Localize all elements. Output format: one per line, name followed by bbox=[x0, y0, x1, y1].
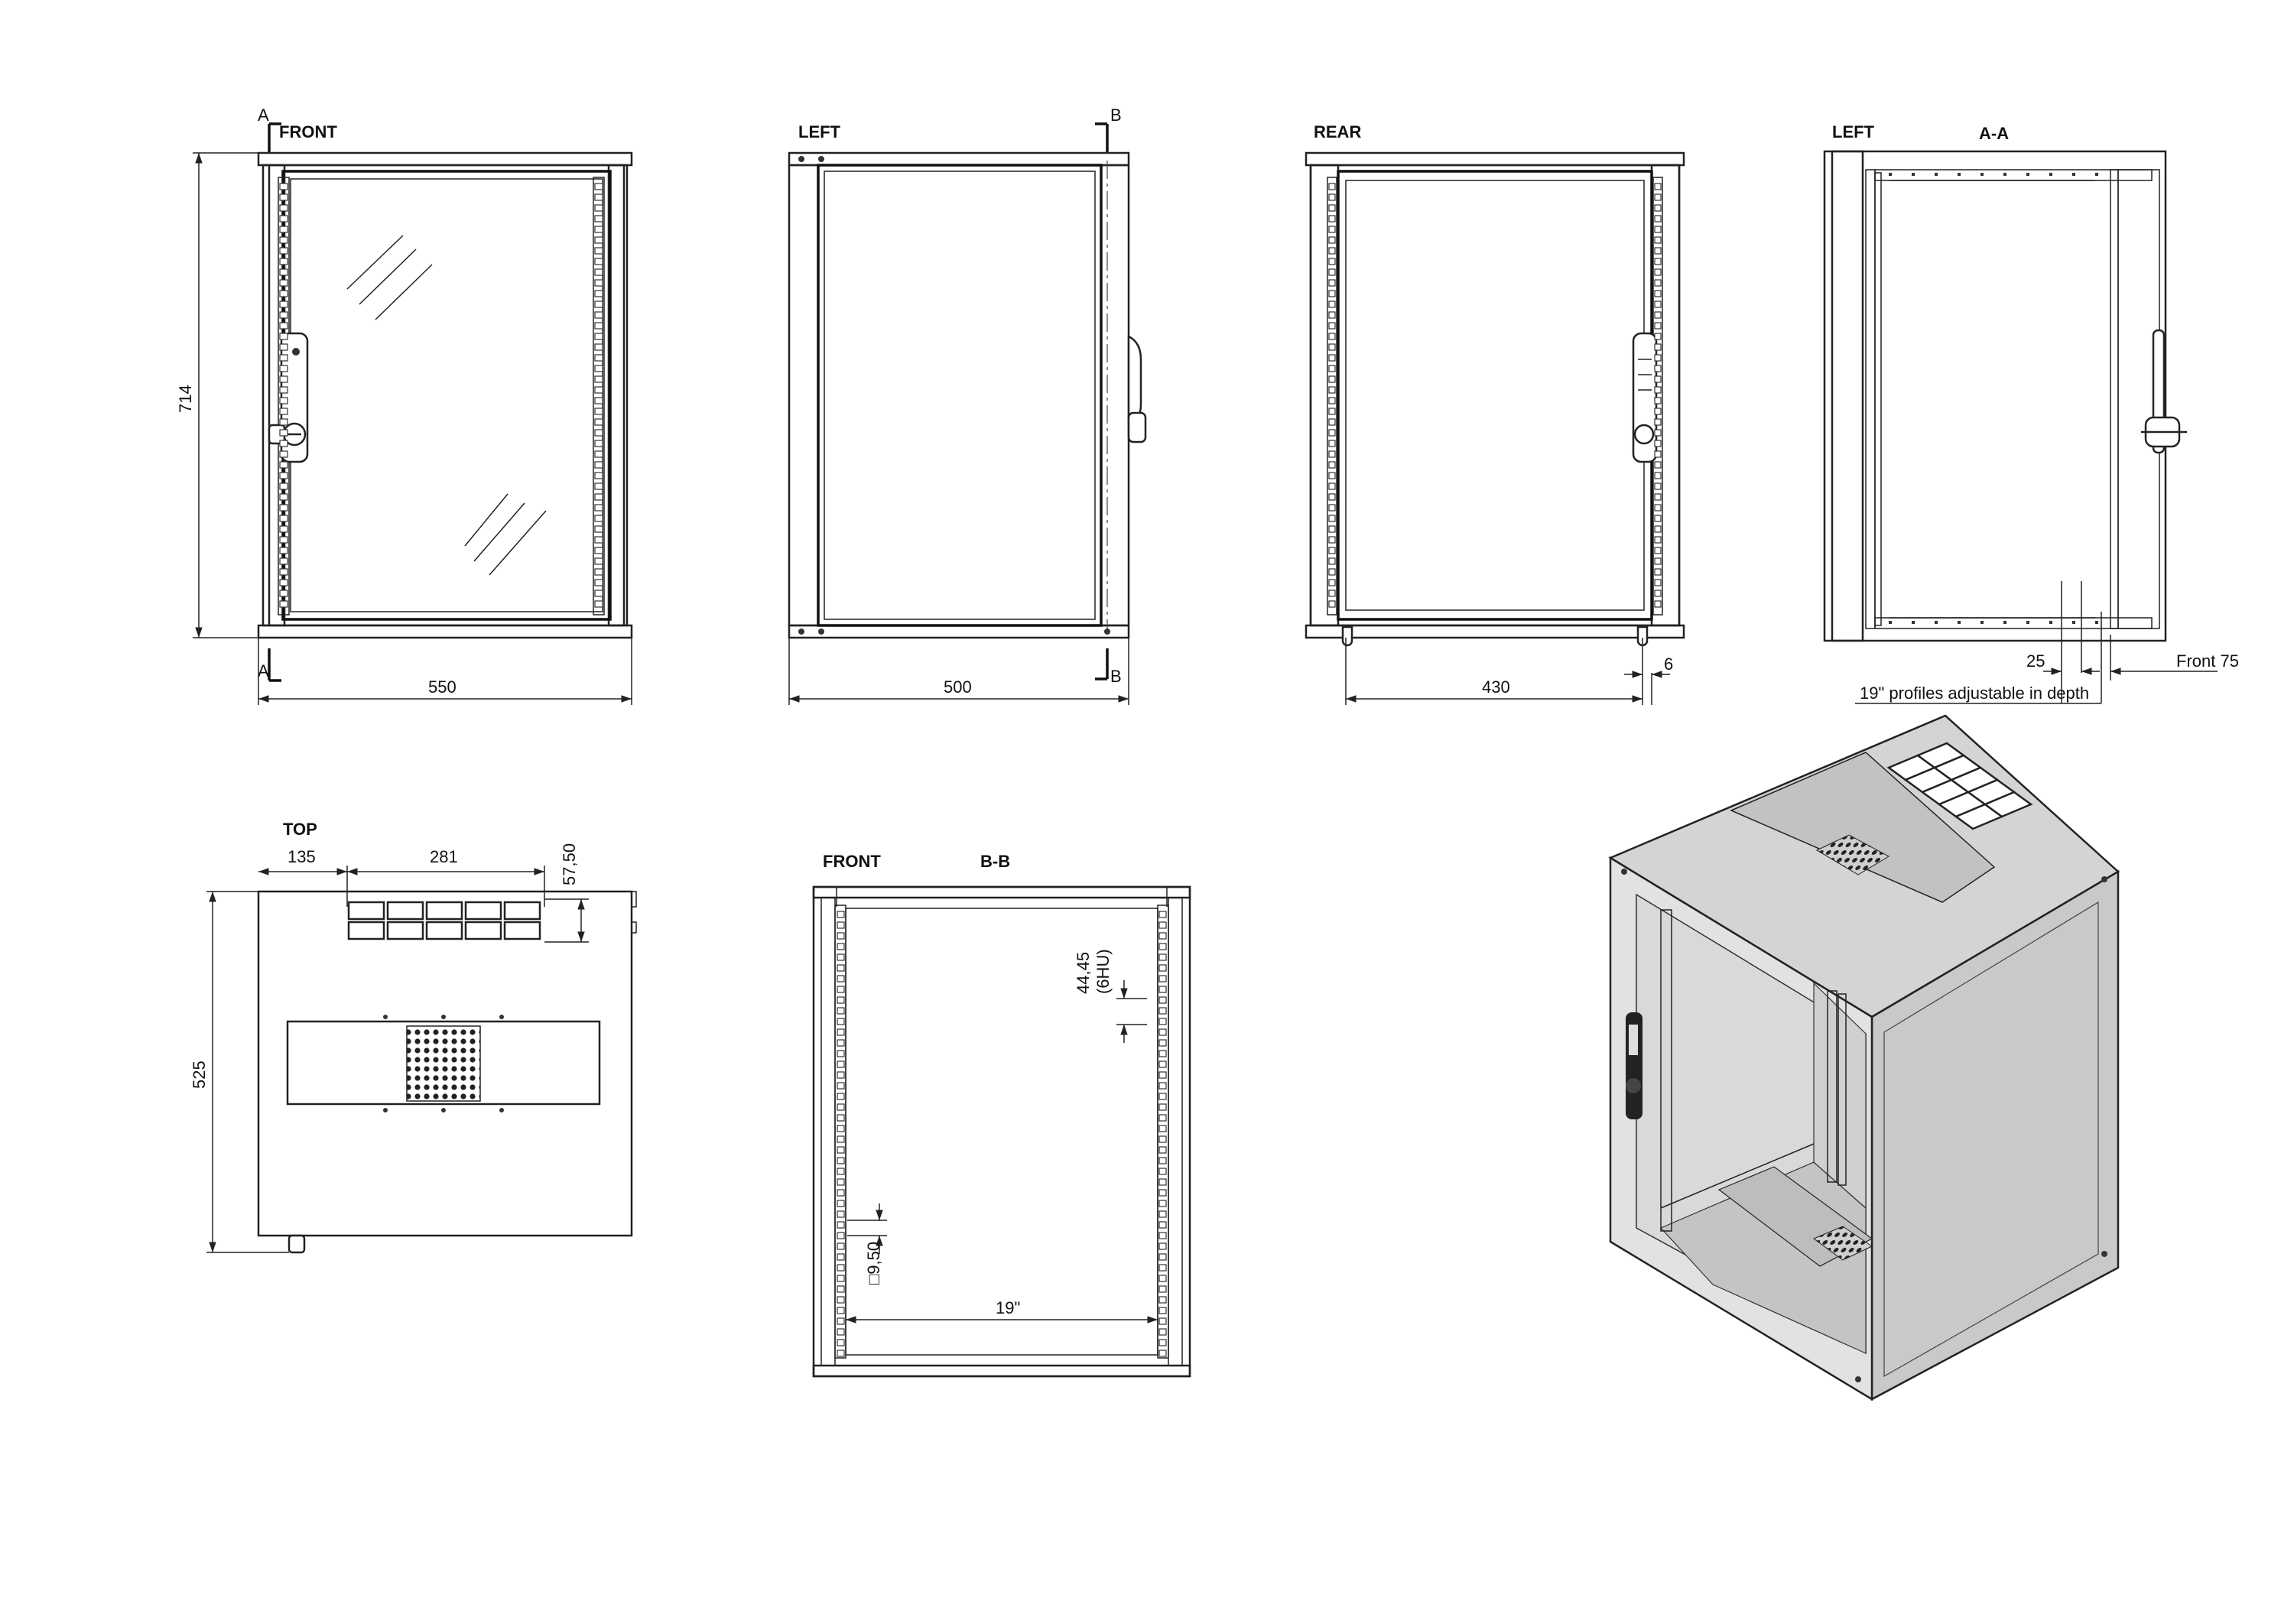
section-bb-hu-dim: 44,45 bbox=[1074, 952, 1093, 994]
section-bb-square-dim: □9,50 bbox=[864, 1242, 883, 1285]
rear-view-label: REAR bbox=[1314, 122, 1361, 141]
rear-width-dim: 430 bbox=[1482, 677, 1510, 697]
left-view-label: LEFT bbox=[798, 122, 841, 141]
front-view-label: FRONT bbox=[279, 122, 337, 141]
rear-lock-icon[interactable] bbox=[1632, 332, 1658, 463]
section-bb-label: B-B bbox=[980, 852, 1010, 871]
section-aa-label: A-A bbox=[1979, 124, 2009, 143]
section-mark-a-bottom: A bbox=[258, 661, 269, 680]
profile-hole-column bbox=[1654, 183, 1662, 608]
left-view: LEFT B B 500 bbox=[788, 106, 1147, 705]
handle-lock-icon[interactable] bbox=[268, 332, 309, 463]
profile-hole-column bbox=[1328, 183, 1336, 608]
front-height-dim: 714 bbox=[176, 385, 195, 413]
isometric-view bbox=[1608, 714, 2120, 1402]
section-bb-view: FRONT B-B 44,45 (6HU) □9,50 19" bbox=[812, 852, 1191, 1378]
iso-ventilation-slots bbox=[1886, 742, 2033, 830]
profile-hole-column bbox=[279, 183, 288, 608]
left-width-dim: 500 bbox=[944, 677, 972, 697]
front-view: FRONT A A bbox=[176, 106, 633, 705]
section-mark-a-top: A bbox=[258, 106, 269, 125]
top-view: TOP 135 281 57,50 525 bbox=[190, 820, 637, 1254]
side-handle-icon[interactable] bbox=[1127, 334, 1147, 443]
top-281-dim: 281 bbox=[430, 847, 458, 866]
top-135-dim: 135 bbox=[288, 847, 316, 866]
section-aa-view: LEFT A-A 25 Front 75 19" profiles adjust… bbox=[1823, 122, 2239, 704]
vent-grid-icon bbox=[406, 1025, 481, 1102]
section-aa-25-dim: 25 bbox=[2026, 651, 2045, 671]
section-bb-hu-label: (6HU) bbox=[1093, 949, 1113, 994]
top-5750-dim: 57,50 bbox=[560, 843, 579, 885]
section-bb-left-label: FRONT bbox=[823, 852, 881, 871]
iso-handle-lock-icon[interactable] bbox=[1626, 1012, 1643, 1119]
rear-view: REAR 430 6 bbox=[1305, 122, 1685, 705]
section-bb-19-dim: 19" bbox=[996, 1298, 1020, 1317]
section-aa-rail-holes bbox=[1889, 173, 2098, 624]
section-mark-b-top: B bbox=[1110, 106, 1122, 125]
profile-hole-column bbox=[594, 183, 603, 608]
section-aa-note: 19" profiles adjustable in depth bbox=[1860, 684, 2089, 703]
section-mark-b-bottom: B bbox=[1110, 667, 1122, 686]
front-width-dim: 550 bbox=[428, 677, 457, 697]
profile-hole-column bbox=[1158, 911, 1167, 1357]
rear-small-dim: 6 bbox=[1664, 654, 1673, 674]
section-aa-door-handle-icon[interactable] bbox=[2141, 329, 2187, 454]
section-aa-left-label: LEFT bbox=[1832, 122, 1875, 141]
section-aa-front-dim: Front 75 bbox=[2176, 651, 2239, 671]
top-depth-dim: 525 bbox=[190, 1060, 209, 1089]
ventilation-slot-icon bbox=[347, 901, 541, 940]
top-view-label: TOP bbox=[283, 820, 317, 839]
front-right-profile-holes bbox=[593, 177, 605, 615]
profile-hole-column bbox=[837, 911, 845, 1357]
